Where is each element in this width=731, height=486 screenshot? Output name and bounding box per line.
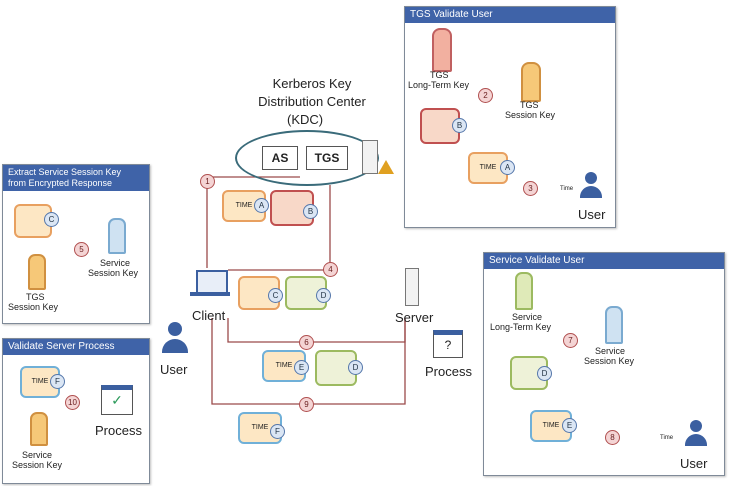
tgs-panel-user: User: [578, 207, 606, 222]
service-panel-user: User: [680, 456, 708, 471]
step-1: 1: [200, 174, 215, 189]
tgs-lt-key-line2: Long-Term Key: [408, 80, 470, 90]
key-icon-service-session-3: [605, 306, 623, 344]
step-8: 8: [605, 430, 620, 445]
kdc-title-line1: Kerberos Key: [272, 76, 352, 91]
badge-d2: D: [348, 360, 363, 375]
laptop-icon: [196, 270, 228, 294]
service-lt-line2: Long-Term Key: [490, 322, 552, 332]
badge-c: C: [268, 288, 283, 303]
time-label-3: Time: [560, 186, 574, 192]
extract-tgs-line2: Session Key: [8, 302, 59, 312]
user-icon: [162, 322, 188, 356]
panel-extract-title-line1: Extract Service Session Key: [8, 167, 122, 177]
tgs-box: TGS: [306, 146, 348, 170]
kdc-server-icon: [362, 140, 378, 174]
user-check-icon-2: [685, 420, 707, 448]
extract-service-line1: Service: [100, 258, 131, 268]
time-label-8: Time: [660, 435, 674, 441]
validate-service-line2: Session Key: [12, 460, 63, 470]
key-icon-tgs-session: [521, 62, 541, 102]
key-icon-service-lt: [515, 272, 533, 310]
service-session-line2: Session Key: [584, 356, 635, 366]
kdc-ellipse: [235, 130, 379, 186]
badge-a-panel: A: [500, 160, 515, 175]
step-10: 10: [65, 395, 80, 410]
key-icon-service-session: [108, 218, 126, 254]
panel-validate-server-title: Validate Server Process: [3, 339, 149, 355]
key-icon-tgs-lt: [432, 28, 452, 72]
step-7: 7: [563, 333, 578, 348]
badge-d: D: [316, 288, 331, 303]
panel-tgs-validate-title: TGS Validate User: [405, 7, 615, 23]
extract-tgs-line1: TGS: [26, 292, 45, 302]
process-check-icon: ✓: [101, 385, 133, 415]
panel-extract-title-line2: from Encrypted Response: [8, 178, 113, 188]
badge-b-panel: B: [452, 118, 467, 133]
laptop-base: [190, 292, 230, 296]
kdc-title-line2: Distribution Center: [258, 94, 366, 109]
badge-c-panel: C: [44, 212, 59, 227]
panel-service-validate-title: Service Validate User: [484, 253, 724, 269]
badge-d-panel: D: [537, 366, 552, 381]
step-6: 6: [299, 335, 314, 350]
badge-e-panel: E: [562, 418, 577, 433]
tgs-session-line1: TGS: [520, 100, 539, 110]
as-box: AS: [262, 146, 298, 170]
badge-b: B: [303, 204, 318, 219]
tgs-session-line2: Session Key: [505, 110, 556, 120]
key-icon-tgs-session-2: [28, 254, 46, 290]
badge-e: E: [294, 360, 309, 375]
tgs-lt-key-line1: TGS: [430, 70, 449, 80]
validate-service-line1: Service: [22, 450, 53, 460]
validate-process-label: Process: [95, 423, 142, 438]
extract-service-line2: Session Key: [88, 268, 139, 278]
user-label: User: [160, 362, 188, 377]
process-label: Process: [425, 364, 472, 379]
step-4: 4: [323, 262, 338, 277]
step-2: 2: [478, 88, 493, 103]
key-icon-service-session-2: [30, 412, 48, 446]
step-5: 5: [74, 242, 89, 257]
badge-f-panel: F: [50, 374, 65, 389]
user-check-icon-1: [580, 172, 602, 200]
client-label: Client: [192, 308, 226, 323]
step-3: 3: [523, 181, 538, 196]
service-lt-line1: Service: [512, 312, 543, 322]
badge-a: A: [254, 198, 269, 213]
service-session-line1: Service: [595, 346, 626, 356]
step-9: 9: [299, 397, 314, 412]
server-icon: [405, 268, 419, 306]
process-icon: ?: [433, 330, 463, 358]
kdc-title-line3: (KDC): [287, 112, 324, 127]
warning-icon: [378, 160, 394, 174]
panel-extract-header: Extract Service Session Key from Encrypt…: [3, 165, 149, 191]
server-label: Server: [395, 310, 434, 325]
badge-f: F: [270, 424, 285, 439]
